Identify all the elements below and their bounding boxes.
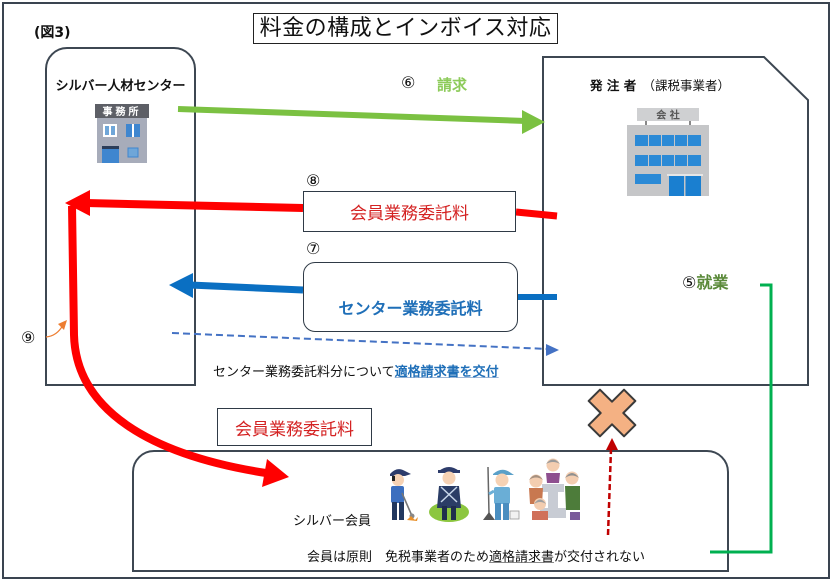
client-name: 発 注 者 [590, 78, 637, 93]
invoice-note-highlight: 適格請求書を交付 [394, 365, 499, 380]
distribution-step-number: ⑨ [21, 328, 36, 347]
company-sign-text: 会 社 [656, 109, 679, 122]
member-fee-box: 会員業務委託料 [303, 191, 516, 232]
center-fee-box: センター業務委託料 [303, 262, 518, 332]
cleaning-worker-illustration [483, 466, 520, 520]
diagram-title: 料金の構成とインボイス対応 [253, 13, 558, 44]
silver-members-label: シルバー会員 [293, 514, 372, 529]
members-invoice-note: 会員は原則 免税事業者のため適格請求書が交付されない [307, 546, 645, 565]
distribution-fee-label: 会員業務委託料 [235, 419, 354, 440]
office-building-icon: 事務所 [95, 104, 149, 163]
elderly-group-illustration [529, 458, 580, 520]
request-step-number: ⑥ [401, 73, 416, 92]
request-label: 請求 [437, 76, 468, 94]
distribution-fee-box: 会員業務委託料 [217, 408, 372, 446]
client-header: 発 注 者 （課税事業者） [590, 75, 730, 94]
invoice-note-prefix: センター業務委託料分について [213, 365, 395, 380]
office-sign-text: 事務所 [103, 105, 142, 118]
center-fee-step-number: ⑦ [306, 239, 321, 258]
member-fee-label: 会員業務委託料 [350, 204, 469, 224]
grass-trimming-worker-illustration [390, 469, 418, 521]
members-note-highlight: 適格請求書 [489, 550, 555, 565]
members-note-prefix: 会員は原則 免税事業者のため [307, 550, 490, 565]
member-fee-step-number: ⑧ [306, 171, 321, 190]
center-fee-label: センター業務委託料 [338, 299, 483, 318]
work-label: ⑤就業 [682, 269, 728, 293]
figure-label: (図3) [34, 25, 71, 41]
company-building-icon: 会 社 [627, 108, 709, 196]
gardener-illustration [429, 467, 469, 522]
work-step-number: ⑤ [682, 273, 697, 292]
silver-center-name: シルバー人材センター [55, 79, 186, 94]
invoice-issued-note: センター業務委託料分について適格請求書を交付 [213, 361, 499, 380]
members-note-suffix: が交付されない [554, 550, 646, 565]
silver-center-box [45, 47, 196, 386]
work-label-text: 就業 [696, 273, 729, 292]
client-tax-status: （課税事業者） [636, 78, 730, 93]
